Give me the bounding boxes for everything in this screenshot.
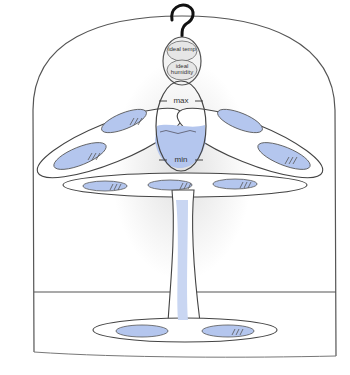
level-mark: min [155, 156, 207, 164]
display-text: ideal temp [162, 46, 202, 52]
hatch-marks [88, 118, 297, 335]
level-tick [159, 160, 167, 161]
level-tick [195, 101, 203, 102]
dome-enclosure [33, 16, 336, 356]
level-tick [159, 101, 167, 102]
reservoir-water [155, 125, 206, 168]
node-outline [162, 36, 202, 86]
water-reservoir: max min [155, 80, 207, 172]
dome-base [34, 352, 336, 357]
display-oval: ideal temp ideal humidity [162, 36, 202, 86]
level-mark: max [155, 97, 207, 105]
water-ripple [160, 131, 196, 134]
display-casing [163, 37, 201, 85]
hanger-arms [30, 95, 330, 342]
hanger-hook [172, 5, 193, 36]
water-pads [51, 105, 314, 337]
display-text: ideal humidity [162, 63, 202, 75]
level-tick [195, 160, 203, 161]
reservoir-outline [156, 81, 206, 171]
